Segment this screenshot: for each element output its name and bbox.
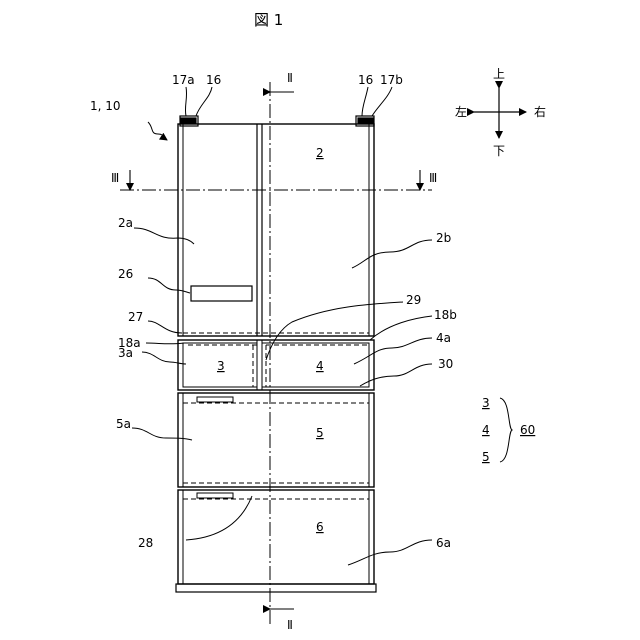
group-brace [500, 398, 512, 462]
label-27: 27 [128, 310, 143, 324]
refrigerator-compartment-outline [178, 124, 374, 336]
figure-title: 図 1 [254, 11, 283, 29]
section-III-right-label: Ⅲ [429, 171, 437, 185]
direction-left-label: 左 [455, 104, 467, 119]
group-label-60: 60 [520, 423, 535, 437]
group-item-5: 5 [482, 450, 490, 464]
compartment-6-outline [178, 490, 374, 584]
direction-down-label: 下 [493, 144, 505, 158]
control-panel-26 [191, 286, 252, 301]
handle-5 [197, 397, 233, 402]
label-3: 3 [217, 359, 225, 373]
label-1-10: 1, 10 [90, 99, 121, 113]
hinge-right-fill [358, 118, 373, 123]
label-30: 30 [438, 357, 453, 371]
refrigerator-body [176, 124, 376, 592]
label-16-left: 16 [206, 73, 221, 87]
group-item-4: 4 [482, 423, 490, 437]
base-plate [176, 584, 376, 592]
direction-compass [474, 88, 526, 138]
label-3a: 3a [118, 346, 133, 360]
label-29: 29 [406, 293, 421, 307]
section-II-bottom-label: Ⅱ [287, 618, 293, 632]
label-26: 26 [118, 267, 133, 281]
label-17a: 17a [172, 73, 195, 87]
compartments-3-4-outline [178, 340, 374, 390]
label-18b: 18b [434, 308, 457, 322]
handle-6 [197, 493, 233, 498]
label-28: 28 [138, 536, 153, 550]
group-item-3: 3 [482, 396, 490, 410]
section-III-left-label: Ⅲ [111, 171, 119, 185]
label-5: 5 [316, 426, 324, 440]
compartment-5-outline [178, 393, 374, 487]
label-4a: 4a [436, 331, 451, 345]
label-17b: 17b [380, 73, 403, 87]
leader-lines [132, 87, 432, 565]
label-6: 6 [316, 520, 324, 534]
direction-right-label: 右 [534, 104, 546, 119]
label-2b: 2b [436, 231, 451, 245]
label-4: 4 [316, 359, 324, 373]
hinge-left-fill [181, 118, 196, 123]
label-6a: 6a [436, 536, 451, 550]
label-5a: 5a [116, 417, 131, 431]
label-2: 2 [316, 146, 324, 160]
label-16-right: 16 [358, 73, 373, 87]
label-2a: 2a [118, 216, 133, 230]
section-II-top-label: Ⅱ [287, 71, 293, 85]
direction-up-label: 上 [493, 67, 505, 81]
